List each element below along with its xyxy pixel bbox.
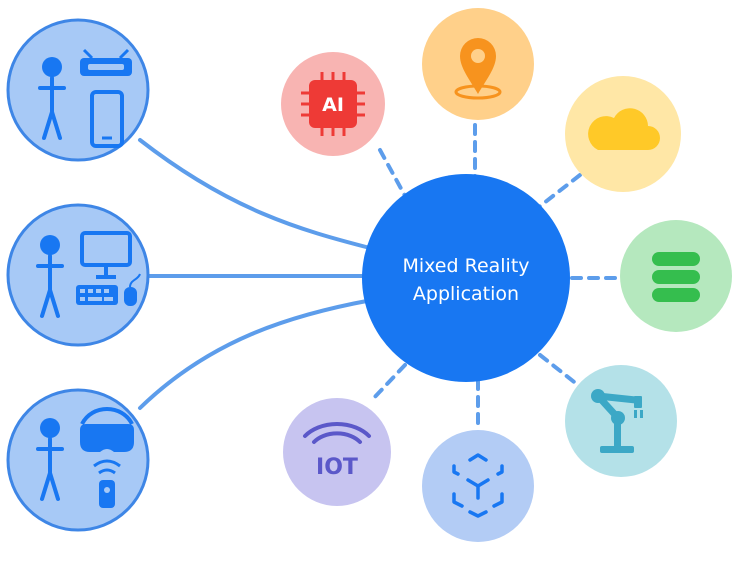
person-icon	[36, 418, 64, 501]
center-circle	[362, 174, 570, 382]
service-ar	[422, 430, 534, 542]
connector-user-1	[138, 138, 372, 250]
smart-glasses-icon	[80, 48, 132, 76]
user-connectors	[138, 138, 374, 410]
ai-label: AI	[322, 94, 344, 116]
person-icon	[38, 57, 66, 140]
user-group-desktop	[6, 203, 150, 347]
ai-chip-icon	[301, 72, 365, 136]
user-group-headset	[6, 388, 150, 532]
center-label-line1: Mixed Reality	[402, 255, 529, 277]
user-group-glasses-tablet	[6, 18, 150, 162]
location-pin-icon	[454, 38, 502, 100]
vr-headset-icon	[80, 407, 134, 452]
tablet-icon	[90, 90, 124, 148]
controller-icon	[93, 459, 121, 508]
database-icon	[652, 252, 700, 302]
service-location	[422, 8, 534, 120]
service-database	[620, 220, 732, 332]
connector-robot	[538, 353, 580, 387]
service-connectors	[370, 123, 624, 432]
iot-label: IOT	[316, 455, 358, 480]
wifi-icon	[303, 422, 371, 444]
robot-arm-icon	[591, 389, 643, 453]
service-cloud	[565, 76, 681, 192]
connector-iot	[370, 363, 407, 402]
mouse-icon	[124, 273, 141, 306]
service-robot	[565, 365, 677, 477]
connector-user-3	[138, 298, 374, 410]
cloud-icon	[588, 108, 660, 150]
service-ai: AI	[281, 52, 385, 156]
center-label-line2: Application	[413, 283, 519, 305]
connector-cloud	[533, 173, 582, 212]
center-node: Mixed Reality Application	[362, 174, 570, 382]
service-iot: IOT	[283, 398, 391, 506]
monitor-icon	[80, 231, 132, 279]
keyboard-icon	[76, 285, 118, 305]
ar-cube-icon	[452, 453, 504, 518]
person-icon	[36, 235, 64, 318]
